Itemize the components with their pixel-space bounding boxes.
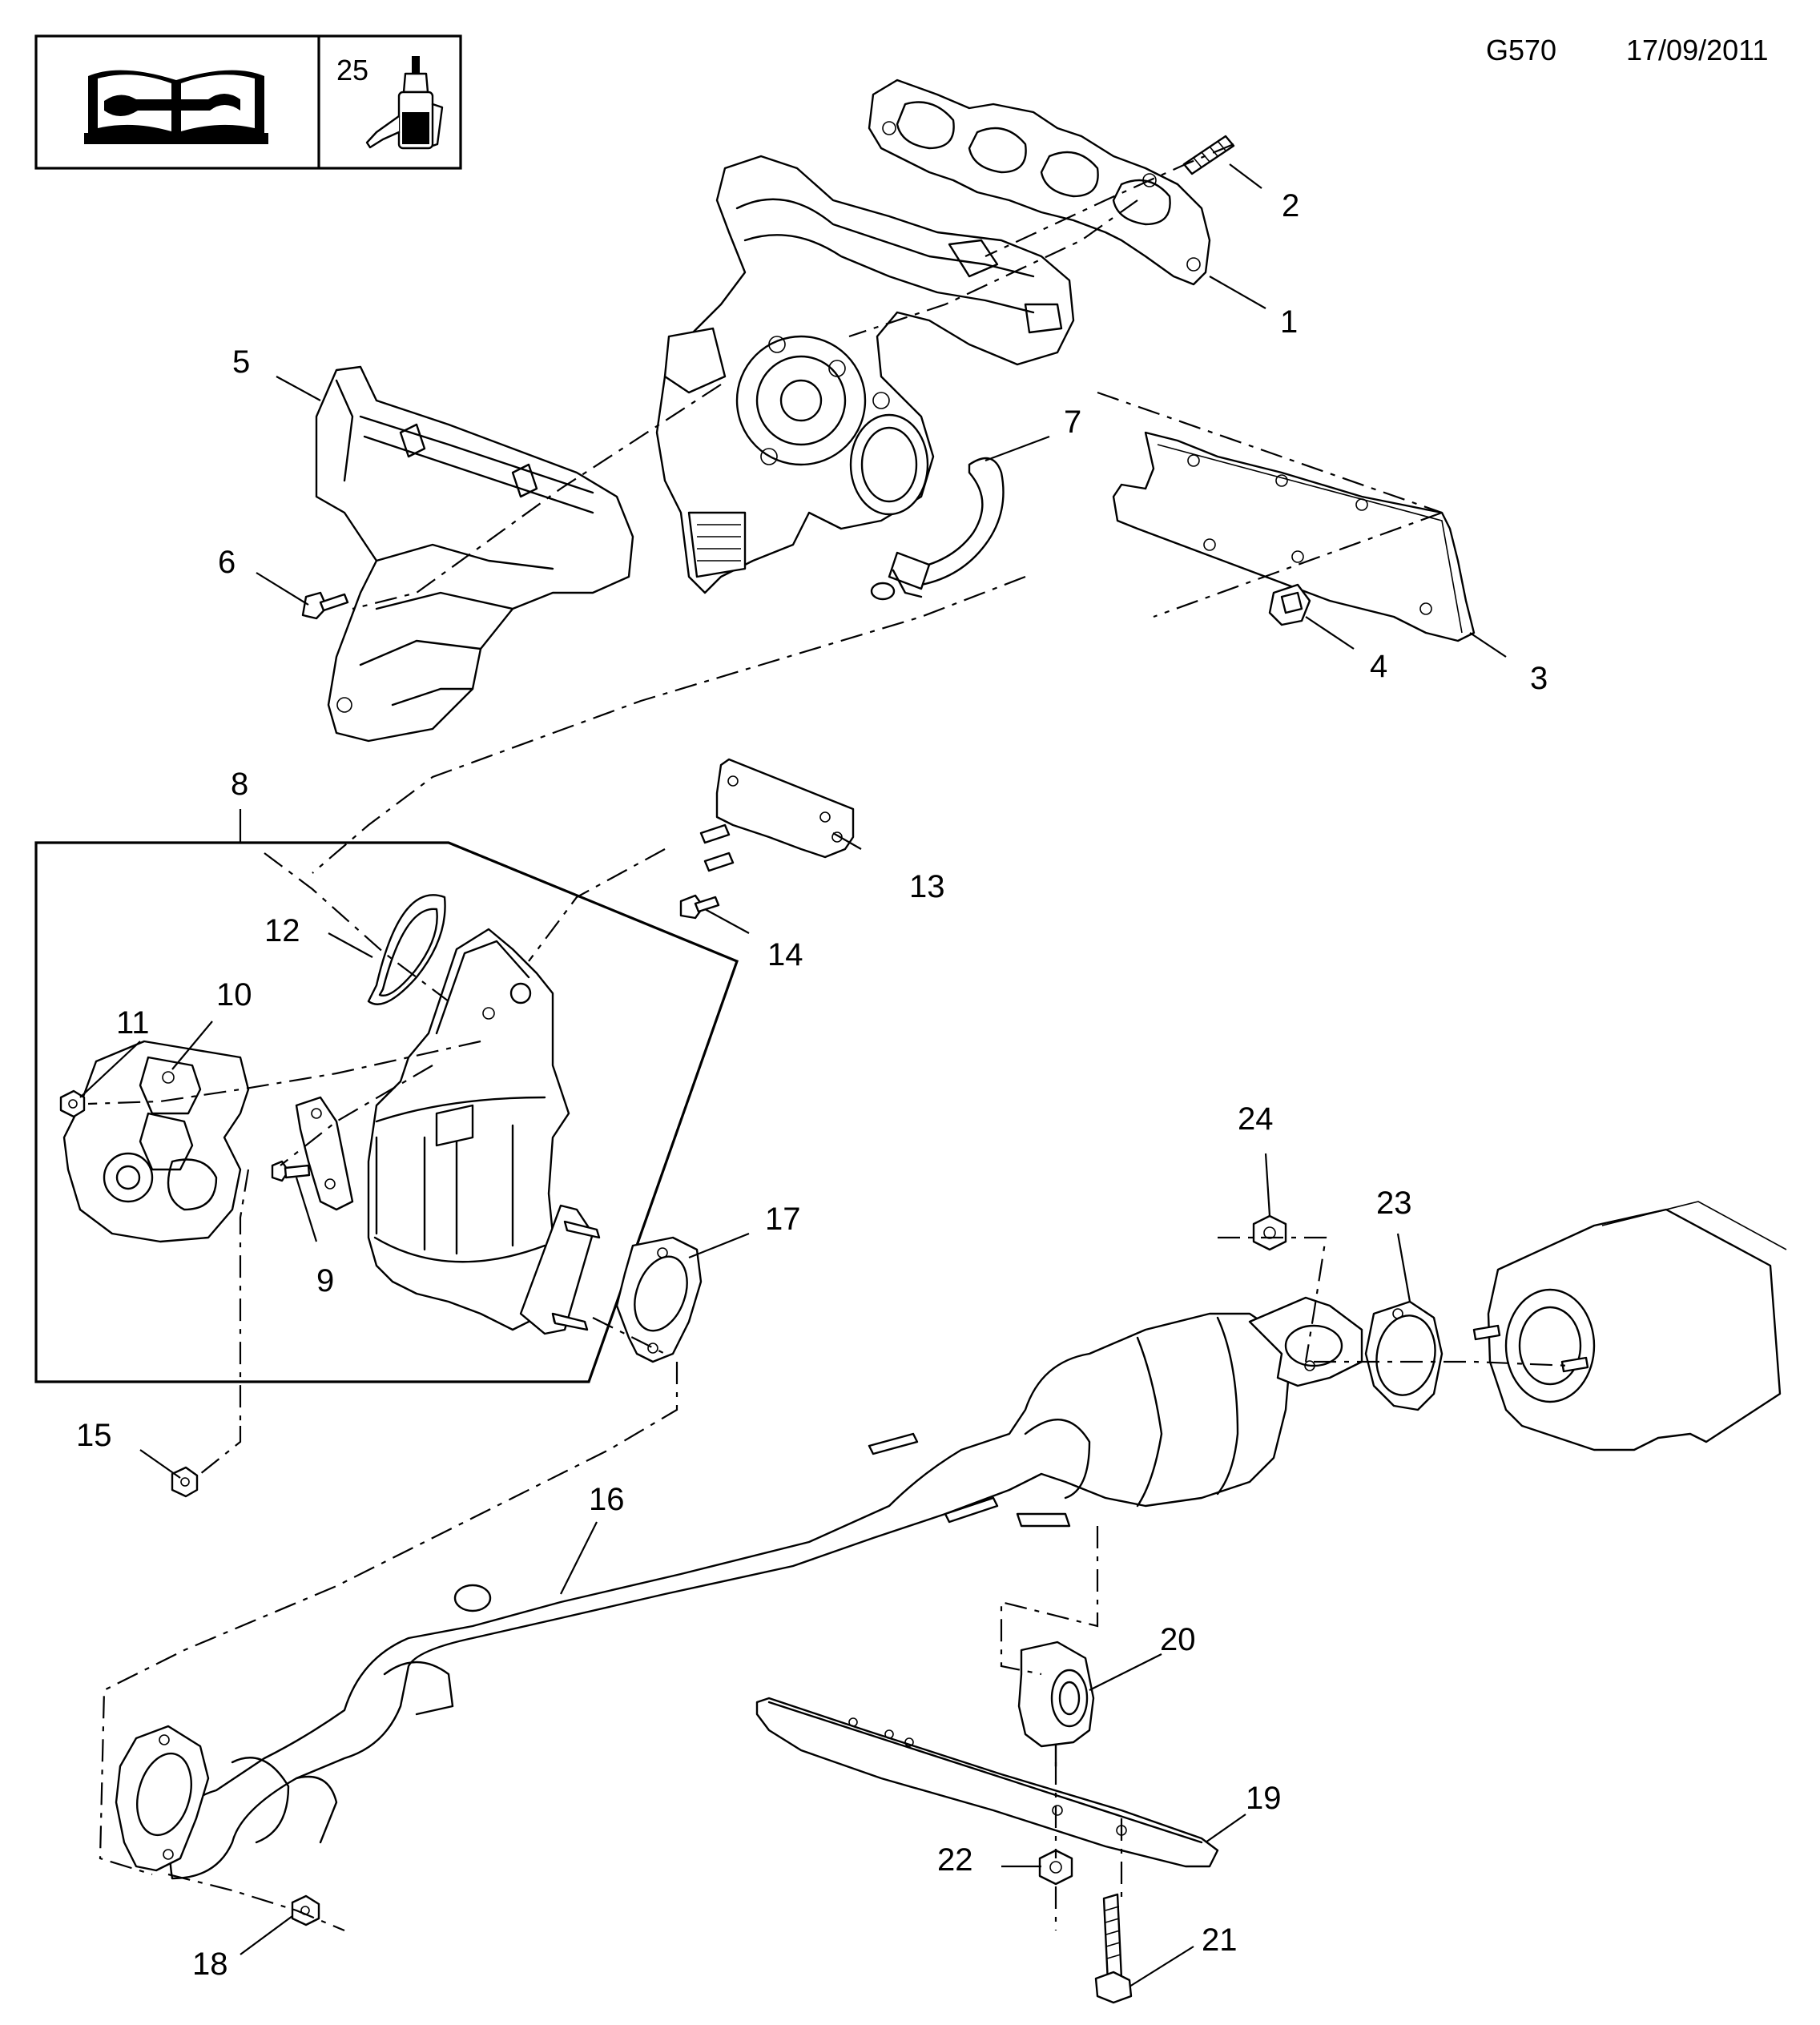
exhaust-rubber-mount (1017, 1641, 1095, 1768)
diagram-date: 17/09/2011 (1626, 34, 1769, 66)
exhaust-crossmember (755, 1697, 1219, 1868)
bracket-studs (679, 823, 735, 920)
callout-11: 11 (116, 1005, 150, 1041)
legend-number: 25 (336, 54, 368, 87)
callout-10: 10 (216, 977, 252, 1012)
callout-16: 16 (589, 1482, 625, 1517)
v-band-clamp (870, 457, 1005, 601)
manifold-stud (1182, 135, 1235, 175)
rear-flange-gasket (1364, 1300, 1444, 1411)
catalyst-support-bracket (715, 758, 855, 859)
flange-nut-front (171, 1466, 199, 1498)
callout-3: 3 (1530, 661, 1548, 696)
rear-flange-nut (1252, 1214, 1287, 1251)
adhesive-bottle-icon (365, 56, 444, 150)
intermediate-exhaust-pipe (115, 1296, 1363, 1880)
assembly-center-lines (87, 143, 1571, 1932)
callout-1: 1 (1280, 304, 1298, 340)
heat-shield-nut (59, 1089, 86, 1118)
legend-box (34, 34, 462, 170)
callout-18: 18 (192, 1946, 228, 1982)
callout-21: 21 (1202, 1922, 1238, 1958)
callout-20: 20 (1160, 1622, 1196, 1657)
diagram-code: G570 (1486, 34, 1556, 66)
catalytic-converter-kit-frame (34, 809, 739, 1383)
retaining-clip (1268, 583, 1311, 626)
callout-8: 8 (231, 767, 248, 802)
callout-13: 13 (909, 869, 945, 904)
callout-4: 4 (1370, 649, 1387, 684)
crossmember-bolt (1094, 1893, 1133, 2004)
callout-19: 19 (1246, 1781, 1282, 1816)
exhaust-manifold-gasket (868, 79, 1211, 286)
repair-manual-icon (84, 70, 268, 144)
catalytic-converter (367, 928, 601, 1335)
catalyst-bracket-bolt (271, 1096, 354, 1211)
callout-14: 14 (767, 937, 803, 972)
callout-7: 7 (1064, 405, 1081, 440)
callout-9: 9 (316, 1263, 334, 1298)
manifold-heat-shield (315, 365, 634, 743)
front-pipe-gasket (615, 1236, 703, 1363)
callout-12: 12 (264, 913, 300, 948)
callout-6: 6 (218, 545, 236, 580)
callout-24: 24 (1238, 1101, 1274, 1137)
callout-22: 22 (937, 1842, 973, 1878)
catalyst-inlet-gasket (367, 894, 446, 1005)
callout-2: 2 (1282, 188, 1299, 223)
heat-shield-screw (301, 591, 349, 620)
callout-15: 15 (76, 1418, 112, 1453)
callout-17: 17 (765, 1202, 801, 1237)
callout-leader-lines (79, 163, 1507, 1987)
callout-23: 23 (1376, 1186, 1412, 1221)
turbocharger-manifold-assembly (655, 155, 1075, 594)
catalyst-heat-shield (62, 1040, 250, 1243)
turbo-gasket (1112, 431, 1476, 642)
rear-silencer-outline (1472, 1201, 1787, 1451)
callout-5: 5 (232, 344, 250, 380)
callout-numbers: 1 2 3 4 5 6 7 8 9 10 11 12 13 14 15 16 1… (76, 188, 1548, 1982)
